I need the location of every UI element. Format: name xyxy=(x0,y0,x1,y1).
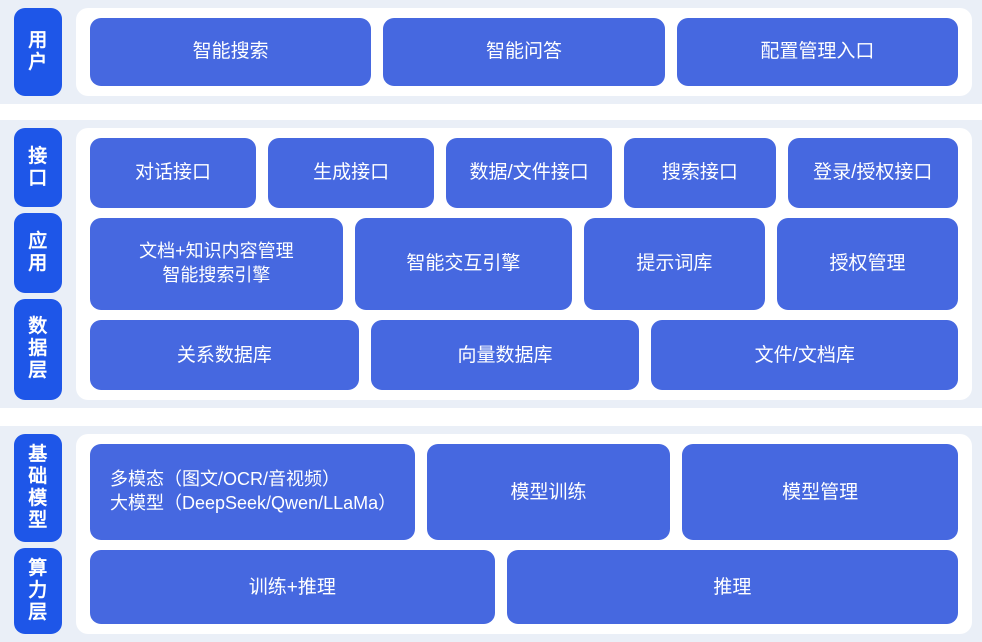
layer-tab-application-char-1: 用 xyxy=(28,252,48,274)
box-multimodal-large-model[interactable]: 多模态（图文/OCR/音视频） 大模型（DeepSeek/Qwen/LLaMa） xyxy=(90,444,415,541)
layer-tab-interface-char-0: 接 xyxy=(28,145,48,167)
row-compute: 训练+推理 推理 xyxy=(90,550,958,625)
layer-tab-compute-layer-char-1: 力 xyxy=(28,579,48,601)
box-inference[interactable]: 推理 xyxy=(506,550,958,625)
box-model-management[interactable]: 模型管理 xyxy=(682,444,958,541)
layer-tab-user-char-0: 用 xyxy=(28,29,48,51)
layer-tab-compute-layer[interactable]: 算 力 层 xyxy=(14,548,62,634)
box-vector-database[interactable]: 向量数据库 xyxy=(370,320,640,390)
box-prompt-library[interactable]: 提示词库 xyxy=(583,217,765,311)
layer-tab-data-layer-char-0: 数 xyxy=(28,316,48,338)
card-middle: 对话接口 生成接口 数据/文件接口 搜索接口 登录/授权接口 文档+知识内容管理… xyxy=(76,128,972,400)
box-config-management-entry[interactable]: 配置管理入口 xyxy=(676,18,958,86)
box-data-file-interface[interactable]: 数据/文件接口 xyxy=(446,138,613,208)
box-generation-interface[interactable]: 生成接口 xyxy=(268,138,435,208)
layer-tab-foundation-model-char-0: 基 xyxy=(28,443,48,465)
box-authorization-management[interactable]: 授权管理 xyxy=(776,217,958,311)
layer-tab-user-char-1: 户 xyxy=(28,52,48,73)
layer-tab-compute-layer-char-0: 算 xyxy=(28,557,48,579)
tab-rail-base: 基 础 模 型 算 力 层 xyxy=(14,434,62,634)
layer-tab-compute-layer-char-2: 层 xyxy=(28,602,48,624)
tab-rail-middle: 接 口 应 用 数 据 层 xyxy=(14,128,62,401)
box-file-document-store[interactable]: 文件/文档库 xyxy=(651,320,959,390)
layer-tab-interface-char-1: 口 xyxy=(28,167,48,189)
group-base: 基 础 模 型 算 力 层 多模态（图文/OCR/音视频） 大模型（DeepSe… xyxy=(0,426,982,642)
row-application: 文档+知识内容管理 智能搜索引擎 智能交互引擎 提示词库 授权管理 xyxy=(90,217,958,311)
box-dialog-interface[interactable]: 对话接口 xyxy=(90,138,257,208)
box-document-knowledge-management[interactable]: 文档+知识内容管理 智能搜索引擎 xyxy=(90,217,343,311)
layer-tab-application[interactable]: 应 用 xyxy=(14,213,62,293)
box-intelligent-search[interactable]: 智能搜索 xyxy=(90,18,372,86)
row-model: 多模态（图文/OCR/音视频） 大模型（DeepSeek/Qwen/LLaMa）… xyxy=(90,444,958,541)
layer-tab-foundation-model-char-1: 础 xyxy=(28,465,48,487)
layer-tab-foundation-model-char-2: 模 xyxy=(28,488,48,509)
box-model-training[interactable]: 模型训练 xyxy=(426,444,671,541)
box-relational-database[interactable]: 关系数据库 xyxy=(90,320,359,390)
tab-rail-user: 用 户 xyxy=(14,8,62,96)
group-user: 用 户 智能搜索 智能问答 配置管理入口 xyxy=(0,0,982,104)
row-data: 关系数据库 向量数据库 文件/文档库 xyxy=(90,320,959,390)
box-login-auth-interface[interactable]: 登录/授权接口 xyxy=(787,138,958,208)
box-intelligent-qa[interactable]: 智能问答 xyxy=(383,18,665,86)
box-search-interface[interactable]: 搜索接口 xyxy=(624,138,776,208)
card-base: 多模态（图文/OCR/音视频） 大模型（DeepSeek/Qwen/LLaMa）… xyxy=(76,434,972,634)
section-separator-1 xyxy=(0,104,982,120)
row-user: 智能搜索 智能问答 配置管理入口 xyxy=(90,18,958,86)
layer-tab-data-layer[interactable]: 数 据 层 xyxy=(14,298,62,401)
section-separator-2 xyxy=(0,408,982,426)
layer-tab-application-char-0: 应 xyxy=(28,230,48,252)
card-user: 智能搜索 智能问答 配置管理入口 xyxy=(76,8,972,96)
layer-tab-data-layer-char-1: 据 xyxy=(28,338,48,360)
layer-tab-data-layer-char-2: 层 xyxy=(28,360,48,382)
layer-tab-foundation-model[interactable]: 基 础 模 型 xyxy=(14,434,62,543)
layer-tab-user[interactable]: 用 户 xyxy=(14,8,62,96)
group-middle: 接 口 应 用 数 据 层 对话接口 生成接口 数据/文件接口 搜索接口 登录/… xyxy=(0,120,982,408)
layer-tab-interface[interactable]: 接 口 xyxy=(14,128,62,208)
layer-tab-foundation-model-char-3: 型 xyxy=(28,510,48,532)
box-interaction-engine[interactable]: 智能交互引擎 xyxy=(354,217,572,311)
box-training-and-inference[interactable]: 训练+推理 xyxy=(90,550,495,625)
row-interface: 对话接口 生成接口 数据/文件接口 搜索接口 登录/授权接口 xyxy=(90,138,958,208)
